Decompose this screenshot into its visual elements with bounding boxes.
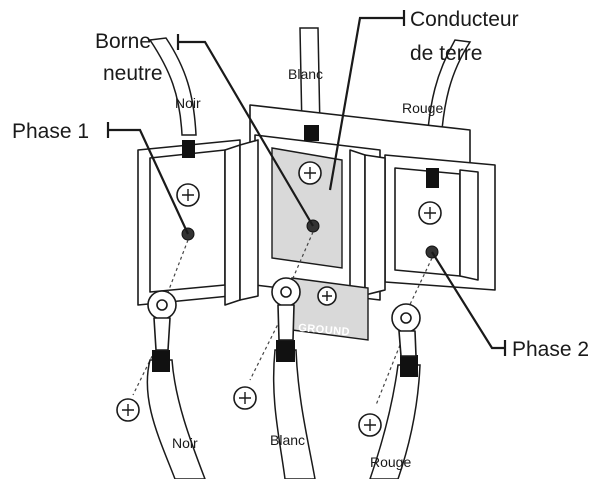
guide-line	[404, 257, 433, 316]
guide-line	[132, 339, 161, 396]
sleeve	[400, 355, 418, 377]
leader-borne-neutre	[178, 40, 314, 227]
ground-bus: GROUND	[271, 147, 369, 341]
lower-cable-rouge	[369, 364, 421, 479]
lower-cable-blanc	[272, 349, 316, 479]
guide-line	[375, 344, 401, 406]
screw-slot	[304, 167, 316, 179]
screw-slot	[122, 404, 134, 416]
screw-slot	[424, 207, 436, 219]
lower-cable-noir	[146, 359, 206, 479]
callout-borne-line2: neutre	[103, 62, 163, 85]
upper-cable-noir	[148, 37, 197, 136]
leader-phase1	[108, 128, 189, 235]
lower-cables	[146, 277, 421, 479]
screw-slot	[182, 189, 194, 201]
sleeve	[304, 125, 319, 141]
sleeve	[276, 340, 295, 362]
ring-lug-neck	[153, 317, 171, 351]
block-fin	[224, 144, 241, 306]
ring-lug-hole	[400, 312, 412, 324]
ring-lug-neck	[398, 330, 417, 357]
guide-line	[249, 319, 281, 381]
wire-label-top-blanc: Blanc	[288, 66, 323, 82]
top-screws	[176, 125, 442, 225]
guide-line	[164, 239, 189, 301]
sleeve	[426, 168, 439, 188]
ground-screw-slot	[322, 291, 332, 301]
callout-conducteur-line2: de terre	[410, 42, 482, 65]
wire-label-top-noir: Noir	[175, 95, 201, 111]
loose-screws	[116, 386, 382, 437]
wire-label-top-rouge: Rouge	[402, 100, 443, 116]
leader-conducteur	[328, 16, 404, 191]
ring-lug-hole	[156, 299, 168, 311]
ring-lug-neck	[277, 304, 295, 341]
block-fin	[239, 139, 259, 301]
ring-lug-hole	[280, 286, 292, 298]
sleeve	[152, 350, 170, 372]
guide-line	[289, 231, 314, 286]
sleeve	[182, 140, 195, 158]
screw-slot	[364, 419, 376, 431]
ground-plate-upper	[271, 147, 343, 269]
callout-phase1: Phase 1	[12, 120, 89, 143]
callout-phase2: Phase 2	[512, 338, 589, 361]
ground-plate-label: GROUND	[298, 322, 351, 338]
wire-label-bottom-blanc: Blanc	[270, 432, 305, 448]
block-fin	[459, 169, 479, 281]
wire-label-bottom-noir: Noir	[172, 435, 198, 451]
callout-borne-line1: Borne	[95, 30, 151, 53]
block-fin	[349, 149, 366, 296]
leader-phase2	[431, 251, 505, 350]
wire-label-bottom-rouge: Rouge	[370, 454, 411, 470]
block-fin	[364, 154, 386, 296]
callout-conducteur-line1: Conducteur	[410, 8, 519, 31]
screw-slot	[239, 392, 251, 404]
block-left-section-face	[149, 149, 226, 293]
